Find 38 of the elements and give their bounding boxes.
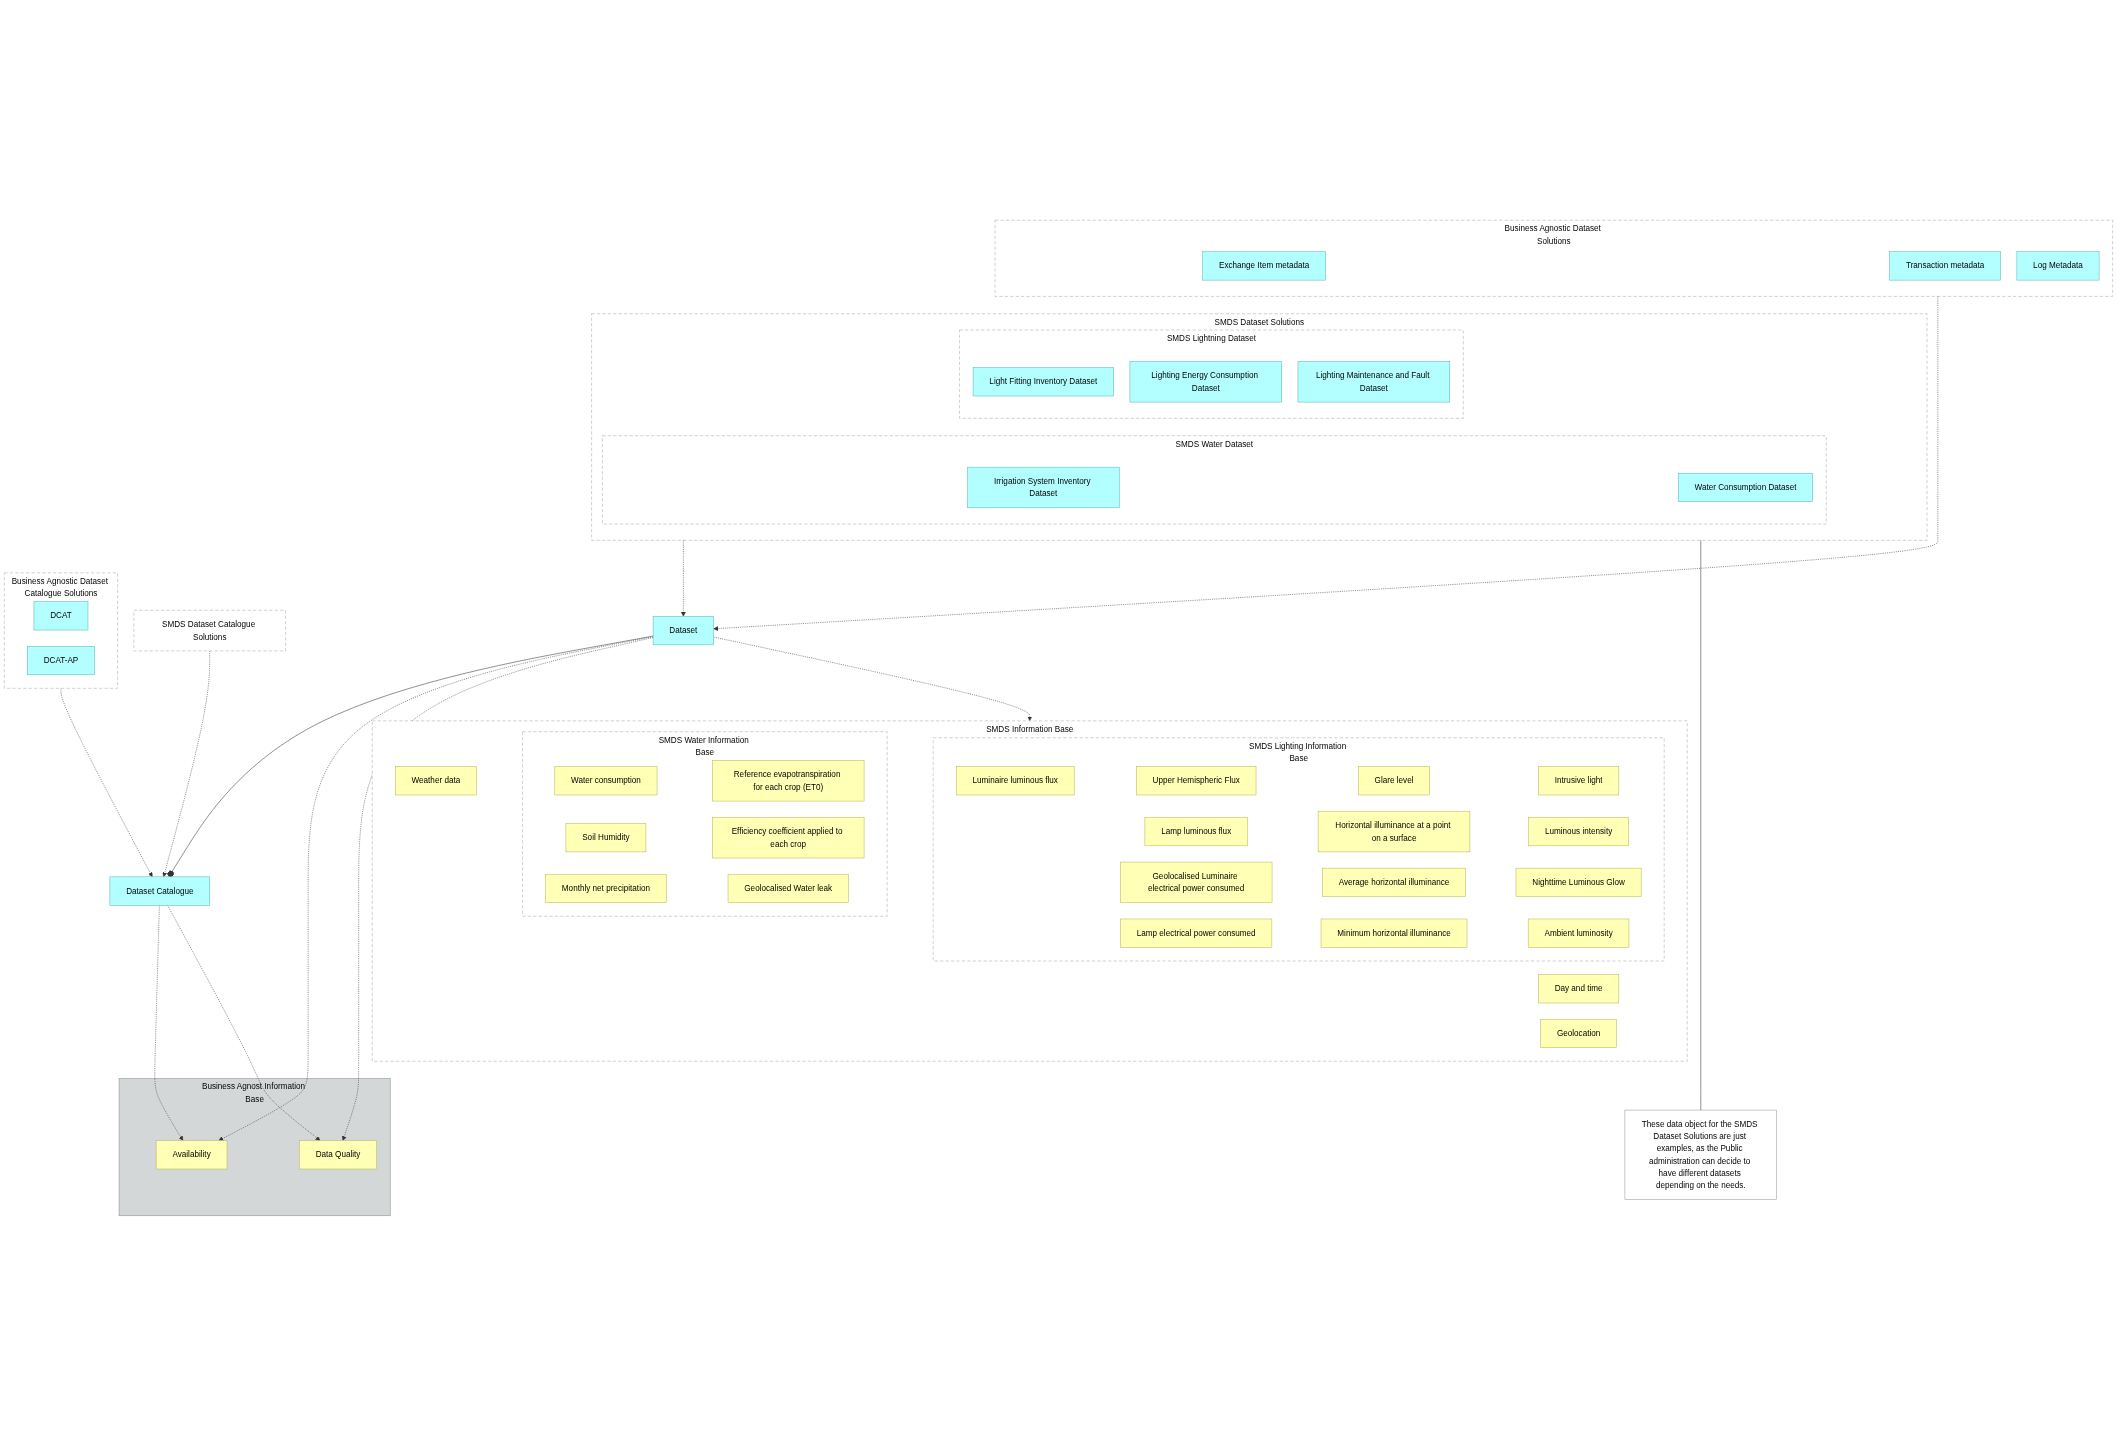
node-box: Lamp luminous flux [1144, 817, 1248, 847]
node-box: Availability [155, 1140, 228, 1170]
node-box: Dataset Catalogue [109, 876, 211, 906]
node-box: Monthly net precipitation [545, 874, 667, 903]
node-box: Reference evapotranspiration for each crop (ET0) [712, 760, 865, 802]
node-box: Lamp electrical power consumed [1120, 918, 1273, 948]
node-box: Upper Hemispheric Flux [1136, 766, 1257, 796]
node-box: Exchange Item metadata [1202, 251, 1326, 281]
node-box: Dataset [652, 616, 714, 646]
node-box: Luminous intensity [1528, 817, 1629, 847]
node-box: Irrigation System Inventory Dataset [967, 466, 1120, 509]
node-box: DCAT [33, 601, 89, 631]
node-box: Intrusive light [1538, 766, 1620, 796]
node-box: Lighting Energy Consumption Dataset [1129, 361, 1282, 403]
node-box: Efficiency coefficient applied to each crop [712, 817, 865, 859]
node-box: Transaction metadata [1889, 251, 2001, 281]
node-box: Glare level [1358, 766, 1430, 796]
node-box: Geolocation [1540, 1019, 1617, 1048]
node-box: DCAT-AP [27, 646, 95, 676]
node-box: Minimum horizontal illuminance [1320, 918, 1468, 948]
node-box: Log Metadata [2016, 251, 2100, 281]
node-box: Data Quality [299, 1140, 377, 1170]
node-box: Soil Humidity [565, 823, 647, 853]
node-box: Weather data [395, 766, 477, 796]
node-box: Ambient luminosity [1527, 918, 1630, 948]
node-box: Average horizontal illuminance [1322, 867, 1466, 897]
node-box: Geolocalised Luminaire electrical power consumed [1120, 861, 1273, 903]
node-box: These data object for the SMDS Dataset Solutions are just examples, as the Public administration can decide to have different datasets depending on the needs. [1624, 1109, 1777, 1200]
node-box: Lighting Maintenance and Fault Dataset [1297, 361, 1450, 403]
node-box: Water Consumption Dataset [1678, 473, 1813, 502]
node-box: Day and time [1538, 974, 1620, 1004]
node-box: Horizontal illuminance at a point on a surface [1317, 810, 1471, 853]
node-box: Water consumption [554, 766, 658, 796]
node-box: Nighttime Luminous Glow [1515, 867, 1642, 897]
node-box: SMDS Dataset Catalogue Solutions [133, 610, 286, 652]
node-box: Geolocalised Water leak [727, 874, 849, 903]
node-box: Luminaire luminous flux [956, 766, 1075, 796]
node-box: Light Fitting Inventory Dataset [972, 367, 1114, 397]
